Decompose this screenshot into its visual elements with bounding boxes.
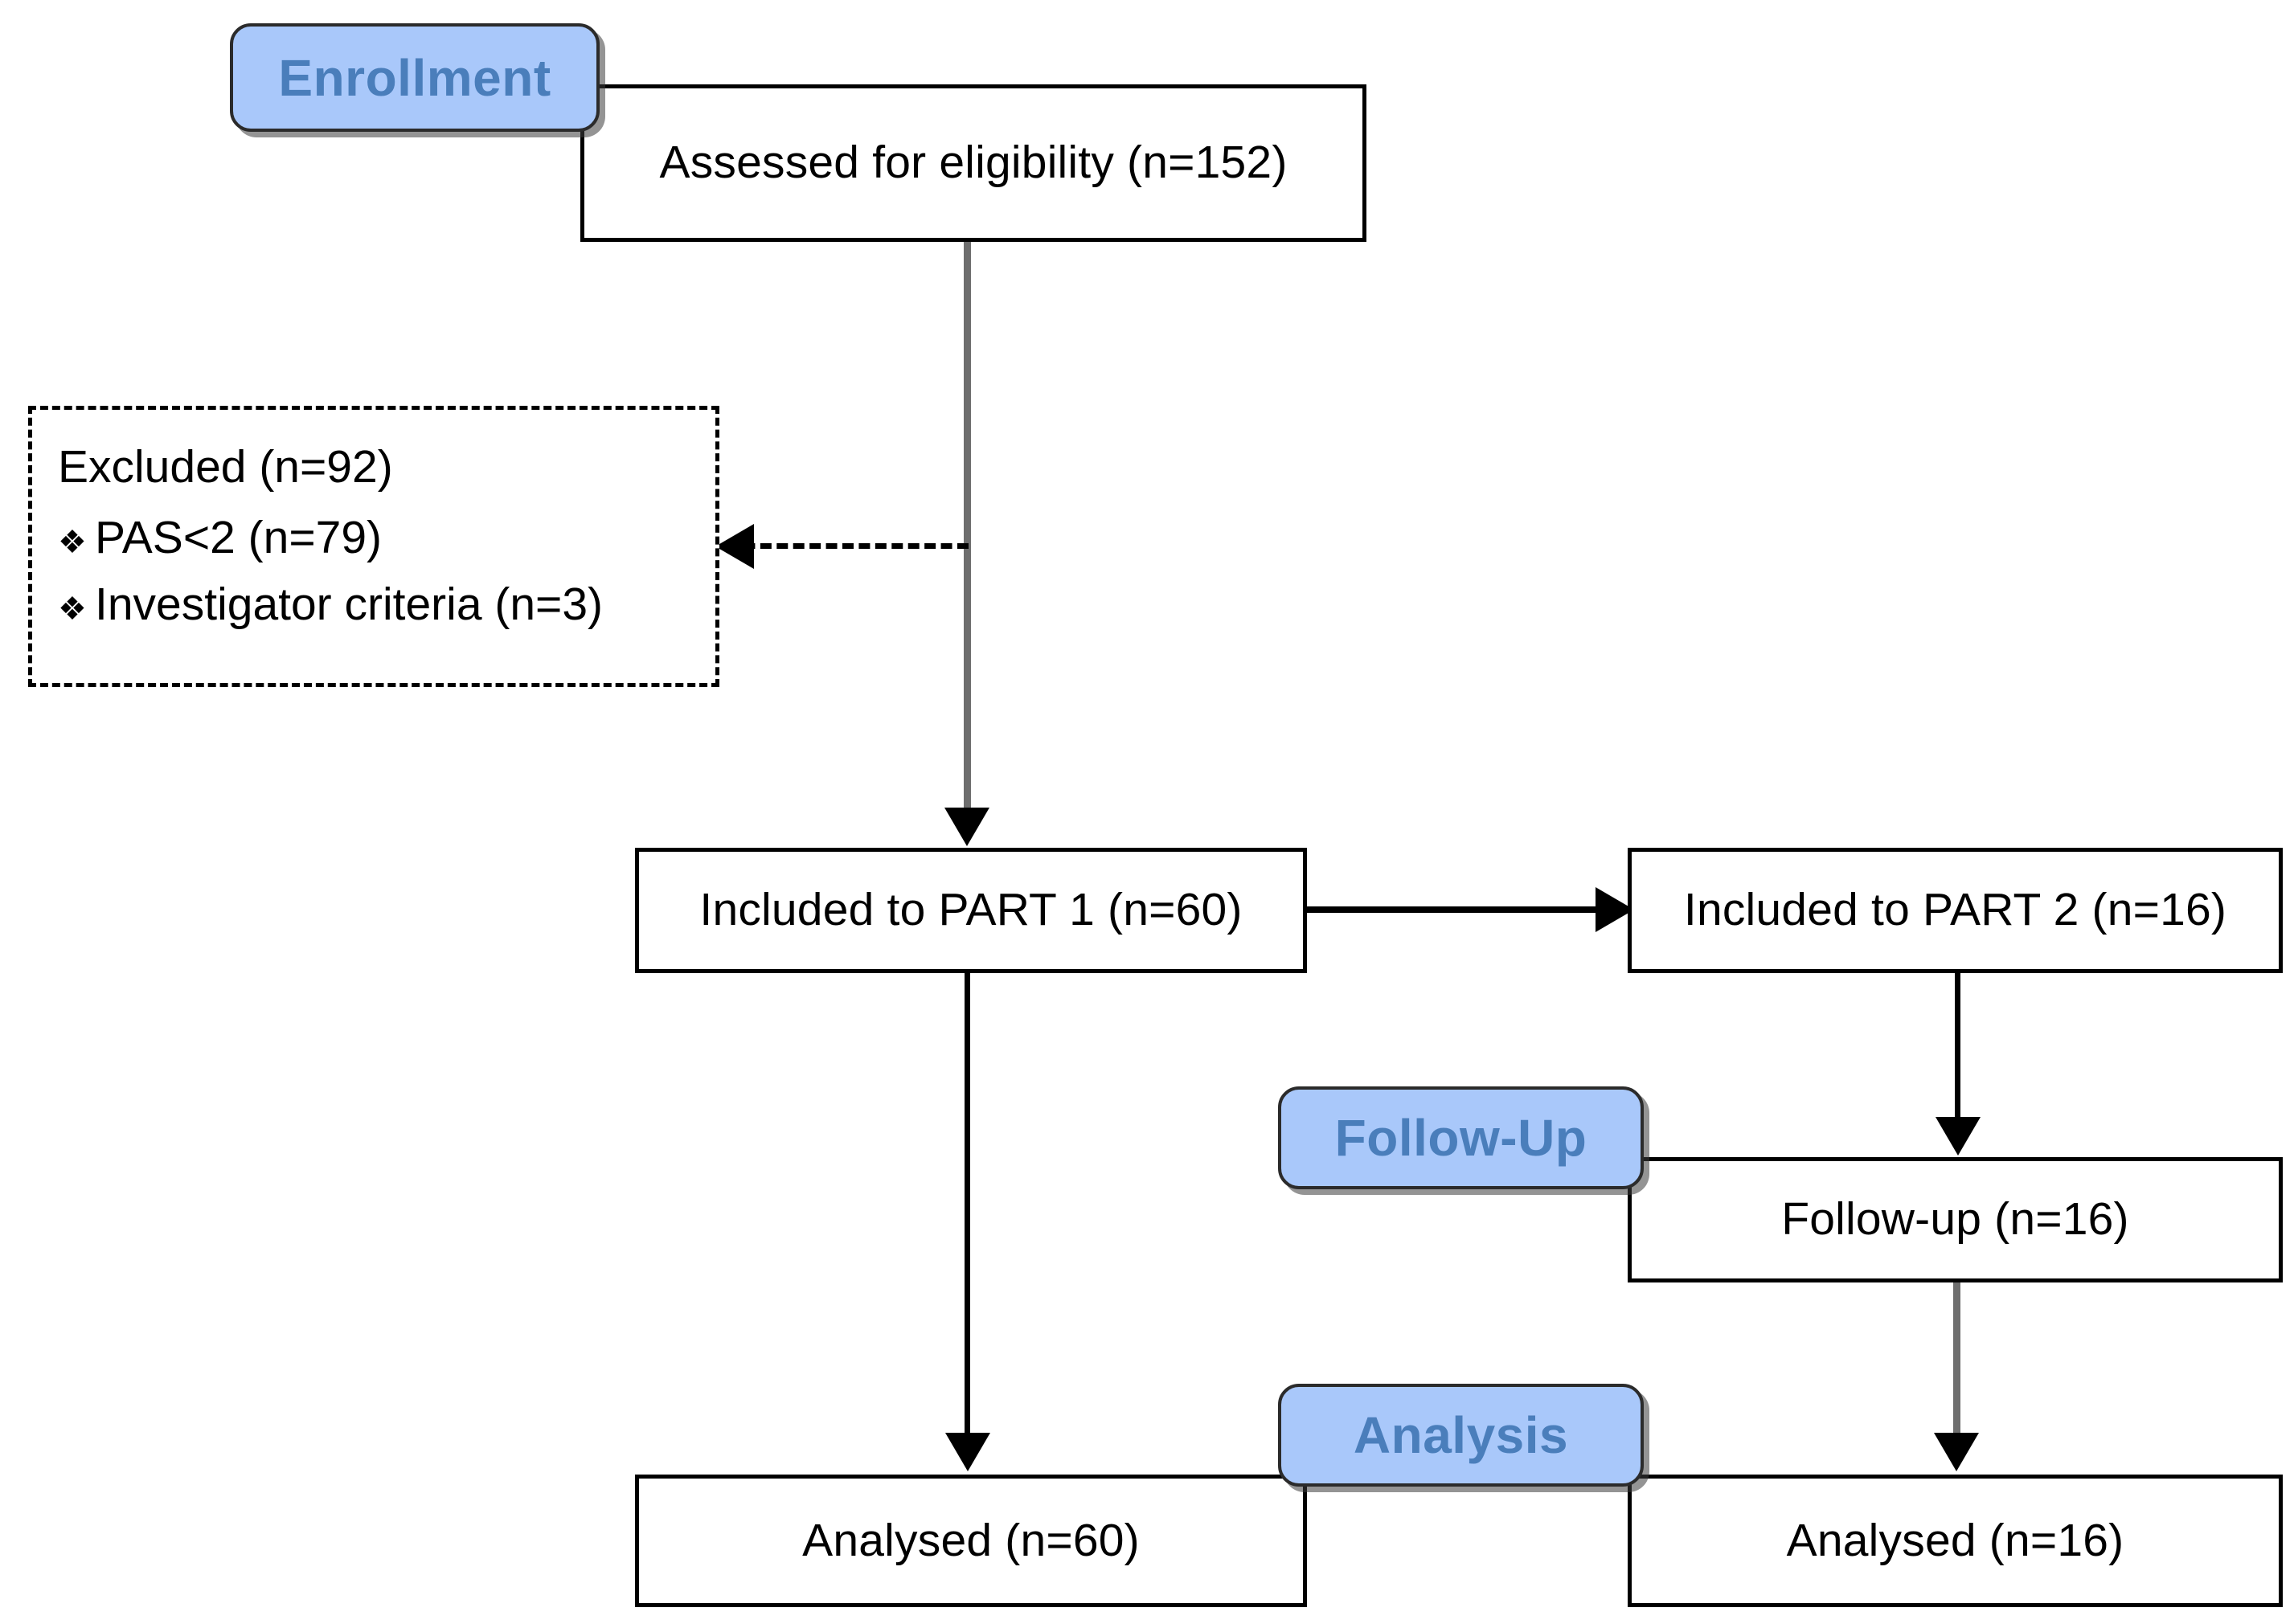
diamond-bullet-icon: ❖ <box>58 525 87 561</box>
edge-followup-to-analysed2-shaft <box>1953 1282 1960 1438</box>
stage-badge-follow-up: Follow-Up <box>1278 1086 1644 1189</box>
stage-badge-enrollment: Enrollment <box>230 23 600 132</box>
edge-part2-to-followup-arrowhead <box>1936 1117 1981 1156</box>
stage-badge-analysis-label: Analysis <box>1353 1406 1569 1464</box>
node-included-part1: Included to PART 1 (n=60) <box>635 848 1307 973</box>
node-excluded: Excluded (n=92) ❖ PAS<2 (n=79) ❖ Investi… <box>28 406 719 687</box>
node-analysed-part2-label: Analysed (n=16) <box>1786 1514 2124 1566</box>
stage-badge-follow-up-label: Follow-Up <box>1334 1109 1587 1167</box>
node-excluded-reason-label: Investigator criteria (n=3) <box>95 579 604 631</box>
edge-part1-to-analysed1-arrowhead <box>945 1433 990 1471</box>
edge-assessed-to-excluded-arrowhead <box>715 524 754 569</box>
node-included-part2: Included to PART 2 (n=16) <box>1628 848 2283 973</box>
edge-part2-to-followup-shaft <box>1955 972 1960 1121</box>
stage-badge-enrollment-label: Enrollment <box>278 48 551 107</box>
node-excluded-reason-list: ❖ PAS<2 (n=79) ❖ Investigator criteria (… <box>58 508 691 635</box>
node-analysed-part1-label: Analysed (n=60) <box>802 1514 1140 1566</box>
edge-assessed-to-excluded-dashed <box>727 543 969 549</box>
edge-assessed-to-part1-shaft <box>964 241 971 816</box>
node-included-part2-label: Included to PART 2 (n=16) <box>1683 884 2227 936</box>
node-analysed-part2: Analysed (n=16) <box>1628 1475 2283 1607</box>
list-item: ❖ Investigator criteria (n=3) <box>58 575 691 635</box>
node-assessed-for-eligibility: Assessed for eligibility (n=152) <box>580 84 1366 242</box>
node-analysed-part1: Analysed (n=60) <box>635 1475 1307 1607</box>
node-excluded-title: Excluded (n=92) <box>58 441 393 493</box>
node-included-part1-label: Included to PART 1 (n=60) <box>699 884 1243 936</box>
stage-badge-analysis: Analysis <box>1278 1384 1644 1487</box>
diamond-bullet-icon: ❖ <box>58 591 87 628</box>
edge-part1-to-analysed1-shaft <box>965 972 970 1438</box>
node-excluded-reason-label: PAS<2 (n=79) <box>95 512 383 564</box>
edge-part1-to-part2-shaft <box>1306 906 1600 913</box>
node-followup: Follow-up (n=16) <box>1628 1157 2283 1282</box>
node-followup-label: Follow-up (n=16) <box>1781 1193 2129 1246</box>
edge-assessed-to-part1-arrowhead <box>944 808 989 846</box>
node-assessed-label: Assessed for eligibility (n=152) <box>659 137 1288 189</box>
list-item: ❖ PAS<2 (n=79) <box>58 508 691 568</box>
edge-followup-to-analysed2-arrowhead <box>1934 1433 1979 1471</box>
